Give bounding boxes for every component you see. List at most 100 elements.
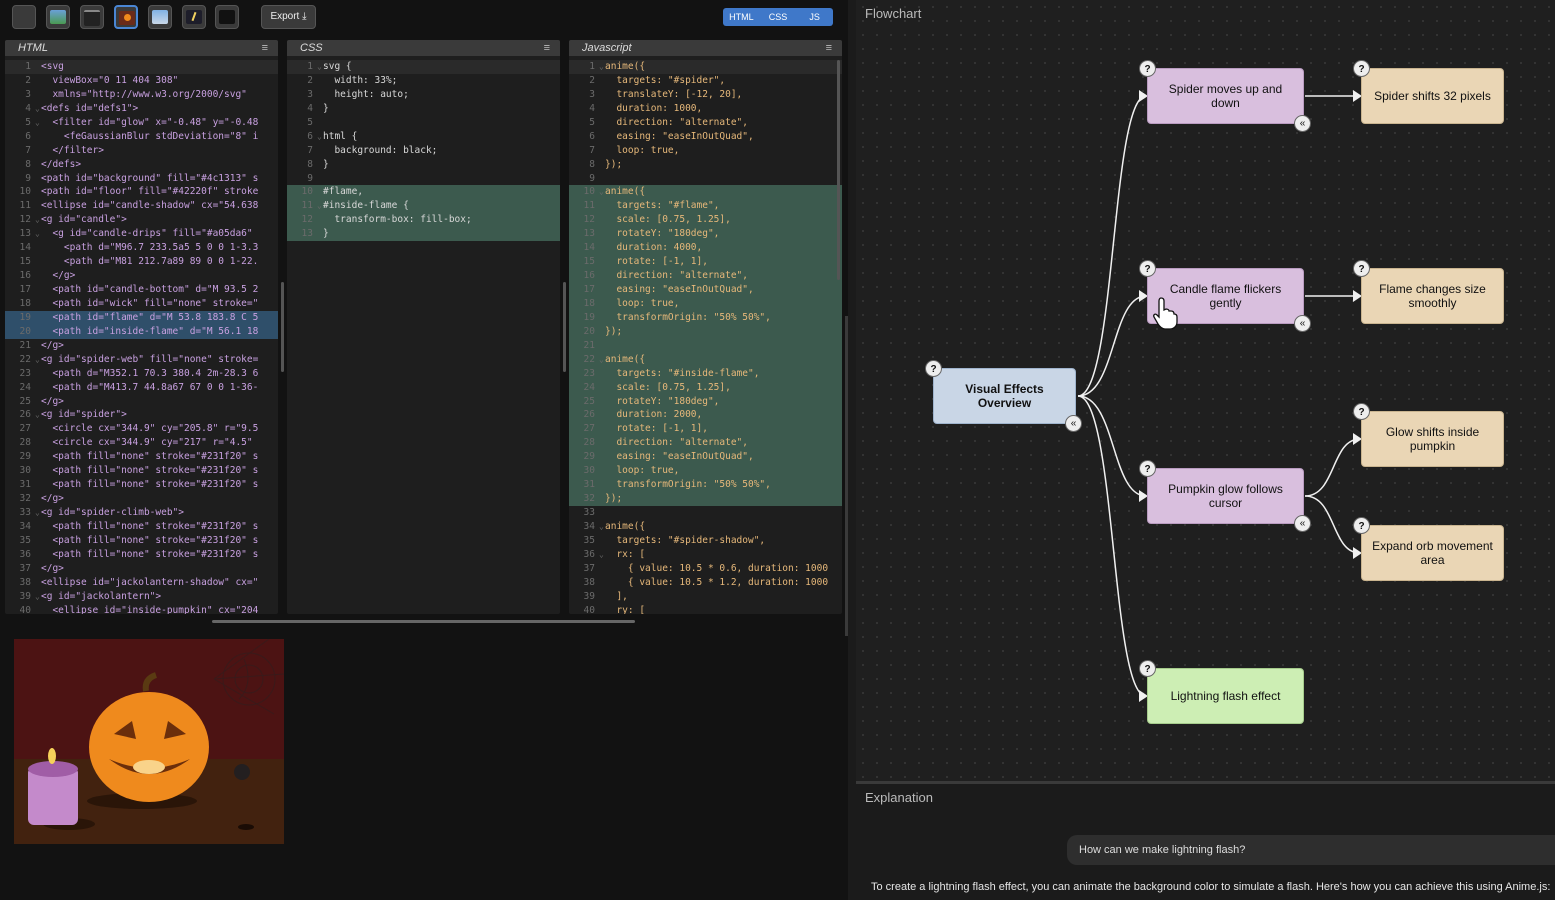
node-label: Visual Effects Overview xyxy=(965,382,1044,410)
code-line: 28 direction: "alternate", xyxy=(569,436,842,451)
code-text: loop: true, xyxy=(605,465,680,477)
node-glow-shifts[interactable]: Glow shifts inside pumpkin xyxy=(1361,411,1504,467)
code-line: 23 <path d="M352.1 70.3 380.4 2m-28.3 6 xyxy=(5,367,278,381)
dark-template-thumbnail[interactable] xyxy=(80,5,104,29)
collapse-icon[interactable]: « xyxy=(1294,115,1311,132)
menu-icon[interactable]: ≡ xyxy=(825,42,832,54)
line-number: 5 xyxy=(589,116,595,128)
night-template-thumbnail[interactable] xyxy=(182,5,206,29)
css-scrollbar[interactable] xyxy=(563,282,566,372)
collapse-icon[interactable]: « xyxy=(1294,315,1311,332)
toggle-html[interactable]: HTML xyxy=(729,12,754,22)
html-scrollbar[interactable] xyxy=(281,282,284,372)
menu-icon[interactable]: ≡ xyxy=(261,42,268,54)
help-icon[interactable]: ? xyxy=(1139,460,1156,477)
code-text: <filter id="glow" x="-0.48" y="-0.48 xyxy=(41,116,259,128)
fold-icon[interactable]: ⌄ xyxy=(35,117,40,127)
fold-icon[interactable]: ⌄ xyxy=(35,103,40,113)
line-number: 9 xyxy=(25,172,31,184)
node-expand-orb[interactable]: Expand orb movement area xyxy=(1361,525,1504,581)
line-number: 16 xyxy=(583,270,595,282)
fold-icon[interactable]: ⌄ xyxy=(35,410,40,420)
code-text: rotateY: "180deg", xyxy=(605,395,720,407)
code-line: 28 <circle cx="344.9" cy="217" r="4.5" xyxy=(5,436,278,450)
toggle-js[interactable]: JS xyxy=(809,12,820,22)
code-text: direction: "alternate", xyxy=(605,270,748,282)
fold-icon[interactable]: ⌄ xyxy=(599,521,604,531)
candle-drips xyxy=(28,761,78,777)
line-number: 30 xyxy=(583,465,595,477)
flowchart-divider[interactable] xyxy=(856,781,1555,784)
help-icon[interactable]: ? xyxy=(1353,60,1370,77)
help-icon[interactable]: ? xyxy=(1139,660,1156,677)
line-number: 37 xyxy=(19,562,31,574)
code-text: <path id="flame" d="M 53.8 183.8 C 5 xyxy=(41,311,259,323)
help-icon[interactable]: ? xyxy=(1353,260,1370,277)
code-line: 18 <path id="wick" fill="none" stroke=" xyxy=(5,297,278,311)
js-code-editor[interactable]: 1⌄anime({2 targets: "#spider",3 translat… xyxy=(569,56,842,614)
edge-pumpkin-child2 xyxy=(1304,495,1361,554)
help-icon[interactable]: ? xyxy=(1139,60,1156,77)
sky-template-thumbnail[interactable] xyxy=(148,5,172,29)
code-line: 20 <path id="inside-flame" d="M 56.1 18 xyxy=(5,324,278,339)
fold-icon[interactable]: ⌄ xyxy=(35,508,40,517)
line-number: 15 xyxy=(19,256,31,268)
fold-icon[interactable]: ⌄ xyxy=(35,215,40,225)
spider-web xyxy=(213,639,284,715)
node-spider-shifts[interactable]: Spider shifts 32 pixels xyxy=(1361,68,1504,124)
line-number: 37 xyxy=(583,562,595,574)
fold-icon[interactable]: ⌄ xyxy=(317,131,322,141)
help-icon[interactable]: ? xyxy=(925,360,942,377)
code-text: #inside-flame { xyxy=(323,200,409,212)
horizontal-scrollbar[interactable] xyxy=(212,620,635,623)
code-line: 9<path id="background" fill="#4c1313" s xyxy=(5,172,278,186)
fold-icon[interactable]: ⌄ xyxy=(599,354,604,364)
code-text: <defs id="defs1"> xyxy=(41,102,139,114)
code-line: 3 translateY: [-12, 20], xyxy=(569,88,842,102)
collapse-icon[interactable]: « xyxy=(1065,415,1082,432)
fold-icon[interactable]: ⌄ xyxy=(599,549,604,559)
menu-icon[interactable]: ≡ xyxy=(543,42,550,54)
code-line: 38<ellipse id="jackolantern-shadow" cx=" xyxy=(5,576,278,590)
fold-icon[interactable]: ⌄ xyxy=(35,354,40,364)
text-template-thumbnail[interactable] xyxy=(215,5,239,29)
blank-template-thumbnail[interactable] xyxy=(12,5,36,29)
code-text: rotateY: "180deg", xyxy=(605,228,720,240)
fold-icon[interactable]: ⌄ xyxy=(35,229,40,239)
toggle-css[interactable]: CSS xyxy=(768,12,788,22)
fold-icon[interactable]: ⌄ xyxy=(599,187,604,197)
css-panel-title: CSS xyxy=(300,42,323,54)
pane-divider[interactable] xyxy=(845,316,848,636)
collapse-icon[interactable]: « xyxy=(1294,515,1311,532)
line-number: 39 xyxy=(19,590,31,602)
code-text: </g> xyxy=(41,270,76,282)
code-line: 3 xmlns="http://www.w3.org/2000/svg" xyxy=(5,88,278,102)
fold-icon[interactable]: ⌄ xyxy=(35,591,40,601)
code-line: 27 <circle cx="344.9" cy="205.8" r="9.5 xyxy=(5,422,278,436)
node-visual-effects-overview[interactable]: Visual Effects Overview xyxy=(933,368,1076,424)
fold-icon[interactable]: ⌄ xyxy=(599,62,604,71)
explanation-title: Explanation xyxy=(865,790,933,805)
pumpkin-scene-icon xyxy=(119,11,135,25)
code-line: 7 loop: true, xyxy=(569,144,842,158)
help-icon[interactable]: ? xyxy=(1353,403,1370,420)
code-line: 12 transform-box: fill-box; xyxy=(287,213,560,228)
fold-icon[interactable]: ⌄ xyxy=(317,62,322,71)
landscape-template-thumbnail[interactable] xyxy=(46,5,70,29)
halloween-template-thumbnail[interactable] xyxy=(114,5,138,29)
code-line: 6 <feGaussianBlur stdDeviation="8" i xyxy=(5,130,278,144)
export-button[interactable]: Export ⤓ xyxy=(261,5,316,29)
help-icon[interactable]: ? xyxy=(1353,517,1370,534)
code-line: 31 transformOrigin: "50% 50%", xyxy=(569,478,842,493)
code-text: <ellipse id="jackolantern-shadow" cx=" xyxy=(41,576,259,588)
code-text: loop: true, xyxy=(605,144,680,156)
js-scrollbar[interactable] xyxy=(837,60,840,280)
fold-icon[interactable]: ⌄ xyxy=(317,201,322,211)
node-spider-moves[interactable]: Spider moves up and down xyxy=(1147,68,1304,124)
node-flame-changes-size[interactable]: Flame changes size smoothly xyxy=(1361,268,1504,324)
node-pumpkin-glow[interactable]: Pumpkin glow follows cursor xyxy=(1147,468,1304,524)
node-lightning-flash[interactable]: Lightning flash effect xyxy=(1147,668,1304,724)
help-icon[interactable]: ? xyxy=(1139,260,1156,277)
